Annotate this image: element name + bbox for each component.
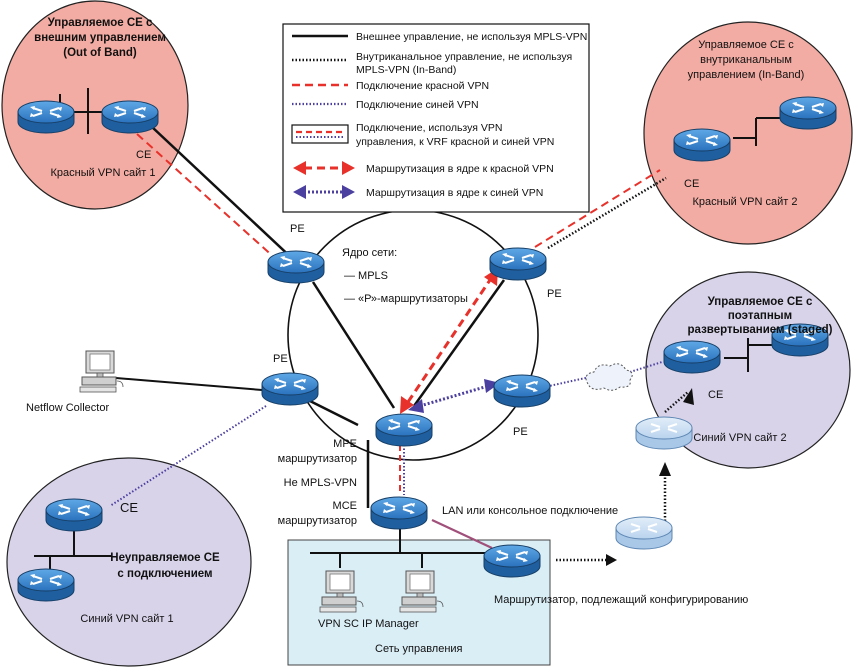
red-site-2-title-line3: управлением (In-Band) — [688, 69, 805, 81]
pe-right-top-label: PE — [547, 288, 562, 300]
red-site-1-title-line2: внешним управлением — [34, 32, 166, 44]
blue-site-2-ce-router[interactable] — [663, 340, 721, 374]
blue-site-1-ce-label: CE — [120, 500, 138, 515]
mpe-label-line2: маршрутизатор — [278, 453, 357, 465]
blue-site-1-title-line2: с подключением — [117, 568, 212, 580]
red-site-2-title-line1: Управляемое СЕ с — [698, 39, 794, 51]
pe-right-label: PE — [513, 426, 528, 438]
blue-site-2-title-line2: поэтапным — [728, 310, 792, 322]
legend-item-mgmt-vpn-line2: управления, к VRF красной и синей VPN — [356, 136, 554, 148]
red-site-1-ce-router[interactable] — [101, 100, 159, 134]
blue-site-2-title-line3: развертыванием (staged) — [688, 324, 833, 336]
blue-site-1-lan-router[interactable] — [17, 568, 75, 602]
config-router-label: Маршрутизатор, подлежащий конфигурирован… — [494, 594, 748, 606]
legend: Внешнее управление, не используя MPLS-VP… — [282, 23, 590, 213]
legend-item-mgmt-vpn-line1: Подключение, используя VPN — [356, 122, 502, 134]
red-site-2-area — [643, 21, 853, 245]
mce-label-line2: маршрутизатор — [278, 515, 357, 527]
red-site-1-name: Красный VPN сайт 1 — [51, 167, 156, 179]
red-core-routing-arrow — [400, 268, 498, 414]
blue-site-2-title-line1: Управляемое СЕ с — [708, 296, 813, 308]
pe-right-top-router[interactable] — [489, 247, 547, 281]
pe-left-label: PE — [273, 353, 288, 365]
red-site-2-title-line2: внутриканальным — [700, 54, 792, 66]
red-site-2-name: Красный VPN сайт 2 — [693, 196, 798, 208]
netflow-collector-pc-icon[interactable] — [79, 350, 124, 393]
legend-item-inband-line1: Внутриканальное управление, не используя — [356, 51, 572, 63]
legend-item-inband-line2: MPLS-VPN (In-Band) — [356, 64, 456, 76]
red-site-1-ce-label: CE — [136, 149, 151, 161]
red-site-1-lan-router[interactable] — [17, 100, 75, 134]
core-title-line2: — MPLS — [344, 270, 388, 282]
management-network-label: Сеть управления — [375, 643, 463, 655]
red-site-1-area — [1, 0, 189, 210]
blue-site-1-name: Синий VPN сайт 1 — [80, 613, 173, 625]
legend-item-red-vpn: Подключение красной VPN — [356, 80, 489, 92]
red-site-2-ce-router[interactable] — [673, 128, 731, 162]
staged-router-2[interactable] — [635, 416, 693, 450]
core-title-line3: — «Р»-маршрутизаторы — [344, 293, 468, 305]
lan-console-label: LAN или консольное подключение — [442, 505, 618, 517]
red-site-1-title-line3: (Out of Band) — [63, 47, 137, 59]
pe-left-top-router[interactable] — [267, 250, 325, 284]
blue-site-1-ce-router[interactable] — [45, 498, 103, 532]
pe-left-router[interactable] — [261, 372, 319, 406]
red-site-1-title-line1: Управляемое СЕ с — [48, 17, 153, 29]
pe-right-router[interactable] — [493, 374, 551, 408]
staged-router-1[interactable] — [615, 516, 673, 550]
legend-item-red-routing: Маршрутизация в ядре к красной VPN — [366, 163, 554, 175]
internet-cloud-icon — [585, 363, 633, 391]
mpe-label-line1: МРЕ — [333, 438, 357, 450]
blue-site-1-title-line1: Неуправляемое СЕ — [110, 552, 220, 564]
mce-label-line1: МСЕ — [333, 500, 357, 512]
pe-left-top-label: PE — [290, 223, 305, 235]
blue-site-2-name: Синий VPN сайт 2 — [693, 432, 786, 444]
not-mpls-vpn-label: Не MPLS-VPN — [284, 477, 357, 489]
red-site-2-lan-router[interactable] — [779, 96, 837, 130]
vpn-sc-ip-manager-label: VPN SC IP Manager — [318, 618, 419, 630]
netflow-collector-label: Netflow Collector — [26, 402, 109, 414]
mpe-router[interactable] — [375, 413, 433, 447]
core-title-line1: Ядро сети: — [342, 247, 397, 259]
blue-site-2-ce-label: CE — [708, 389, 723, 401]
red-site-2-ce-label: CE — [684, 178, 699, 190]
config-router[interactable] — [483, 544, 541, 578]
legend-item-blue-routing: Маршрутизация в ядре к синей VPN — [366, 187, 543, 199]
mce-router[interactable] — [370, 496, 428, 530]
legend-item-oob: Внешнее управление, не используя MPLS-VP… — [356, 31, 587, 43]
legend-item-blue-vpn: Подключение синей VPN — [356, 99, 479, 111]
